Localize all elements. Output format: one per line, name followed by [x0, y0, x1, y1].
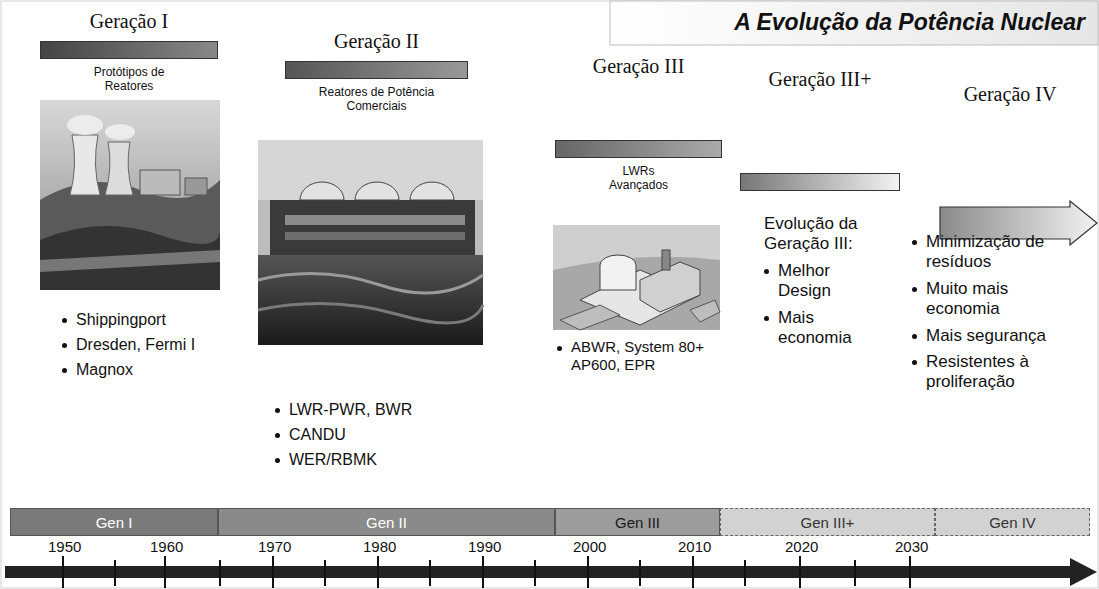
bullet-list: ShippingportDresden, Fermi I Magnox	[62, 310, 232, 386]
segment-label: Gen II	[366, 514, 407, 531]
bullet-item: Minimização de resíduos	[912, 232, 1094, 273]
bullet-dot	[62, 343, 67, 348]
bullet-text: CANDU	[289, 425, 346, 444]
generation-bar	[40, 41, 218, 59]
segment-label: Gen III	[615, 514, 660, 531]
segment-label: Gen I	[96, 514, 133, 531]
generation-column: Geração II Reatores de Potência Comerciai…	[285, 30, 468, 114]
year-label: 2000	[571, 538, 608, 555]
generation-heading: Geração III	[555, 55, 722, 78]
timeline-segment: Gen III+	[720, 508, 935, 536]
year-label: 1950	[46, 538, 83, 555]
bullet-text: Resistentes à proliferação	[926, 352, 1076, 393]
bullet-dot	[275, 458, 280, 463]
bullet-text: Melhor Design	[778, 261, 873, 302]
generation-heading: Geração I	[40, 10, 218, 33]
plant-drawing	[553, 225, 720, 330]
bullet-text: Mais segurança	[926, 326, 1076, 346]
year-label: 2030	[893, 538, 930, 555]
timeline-segment: Gen III	[555, 508, 720, 536]
reactor-photo	[40, 100, 220, 290]
bullet-list: Minimização de resíduosMuito mais econom…	[912, 232, 1094, 399]
generation-heading: Geração III+	[740, 68, 900, 91]
bullet-text: Evolução da Geração III:	[764, 214, 884, 255]
reactor-photo	[258, 140, 483, 345]
bullet-dot	[764, 269, 769, 274]
bullet-item: Muito mais economia	[912, 279, 1094, 320]
bullet-item: WER/RBMK	[275, 450, 455, 469]
bullet-item: Melhor Design	[764, 261, 899, 302]
bullet-dot	[62, 318, 67, 323]
generation-column: Geração IV	[930, 83, 1090, 106]
generation-column: Geração III+	[740, 68, 900, 197]
bullet-text: WER/RBMK	[289, 450, 377, 469]
bullet-dot	[912, 240, 917, 245]
bullet-dot	[275, 408, 280, 413]
bullet-text: ABWR, System 80+ AP600, EPR	[571, 338, 721, 374]
generation-column: Geração I Protótipos de Reatores	[40, 10, 218, 94]
timeline-segment: Gen I	[10, 508, 218, 536]
bullet-dot	[557, 346, 562, 351]
timeline-segment: Gen II	[218, 508, 555, 536]
bullet-list: ABWR, System 80+ AP600, EPR	[557, 338, 732, 380]
bullet-item: LWR-PWR, BWR	[275, 400, 455, 419]
generation-heading: Geração IV	[930, 83, 1090, 106]
bullet-item: Evolução da Geração III:	[764, 214, 899, 255]
bullet-text: Magnox	[76, 360, 133, 379]
bullet-item: Dresden, Fermi I	[62, 335, 232, 354]
year-label: 2020	[783, 538, 820, 555]
year-label: 1960	[148, 538, 185, 555]
bullet-text: Mais economia	[778, 308, 873, 349]
bullet-item: Resistentes à proliferação	[912, 352, 1094, 393]
bullet-text: LWR-PWR, BWR	[289, 400, 412, 419]
bullet-item: Magnox	[62, 360, 232, 379]
bullet-item: Shippingport	[62, 310, 232, 329]
bullet-item: CANDU	[275, 425, 455, 444]
bullet-dot	[912, 334, 917, 339]
bullet-item: Mais segurança	[912, 326, 1094, 346]
bullet-dot	[764, 316, 769, 321]
year-label: 1970	[256, 538, 293, 555]
timeline-segment: Gen IV	[935, 508, 1090, 536]
bullet-text: Shippingport	[76, 310, 166, 329]
generation-subtitle: LWRs Avançados	[594, 164, 684, 193]
generation-subtitle: Reatores de Potência Comerciais	[312, 85, 442, 114]
segment-label: Gen III+	[801, 514, 855, 531]
diagram-title: A Evolução da Potência Nuclear	[734, 9, 1085, 36]
bullet-dot	[912, 360, 917, 365]
year-label: 1980	[361, 538, 398, 555]
year-label: 1990	[466, 538, 503, 555]
bullet-list: Evolução da Geração III: Melhor DesignMai…	[764, 214, 899, 354]
generation-bar	[555, 140, 722, 158]
segment-label: Gen IV	[989, 514, 1036, 531]
bullet-item: ABWR, System 80+ AP600, EPR	[557, 338, 732, 374]
bullet-list: LWR-PWR, BWR CANDU WER/RBMK	[275, 400, 455, 476]
bullet-text: Minimização de resíduos	[926, 232, 1076, 273]
bullet-dot	[62, 368, 67, 373]
bullet-text: Muito mais economia	[926, 279, 1076, 320]
generation-subtitle: Protótipos de Reatores	[84, 65, 174, 94]
bullet-dot	[912, 287, 917, 292]
generation-column: Geração III LWRs Avançados	[555, 55, 722, 193]
generation-bar	[740, 173, 900, 191]
year-label: 2010	[676, 538, 713, 555]
bullet-text: Dresden, Fermi I	[76, 335, 195, 354]
generation-heading: Geração II	[285, 30, 468, 53]
bullet-dot	[275, 433, 280, 438]
generation-bar	[285, 61, 468, 79]
bullet-item: Mais economia	[764, 308, 899, 349]
